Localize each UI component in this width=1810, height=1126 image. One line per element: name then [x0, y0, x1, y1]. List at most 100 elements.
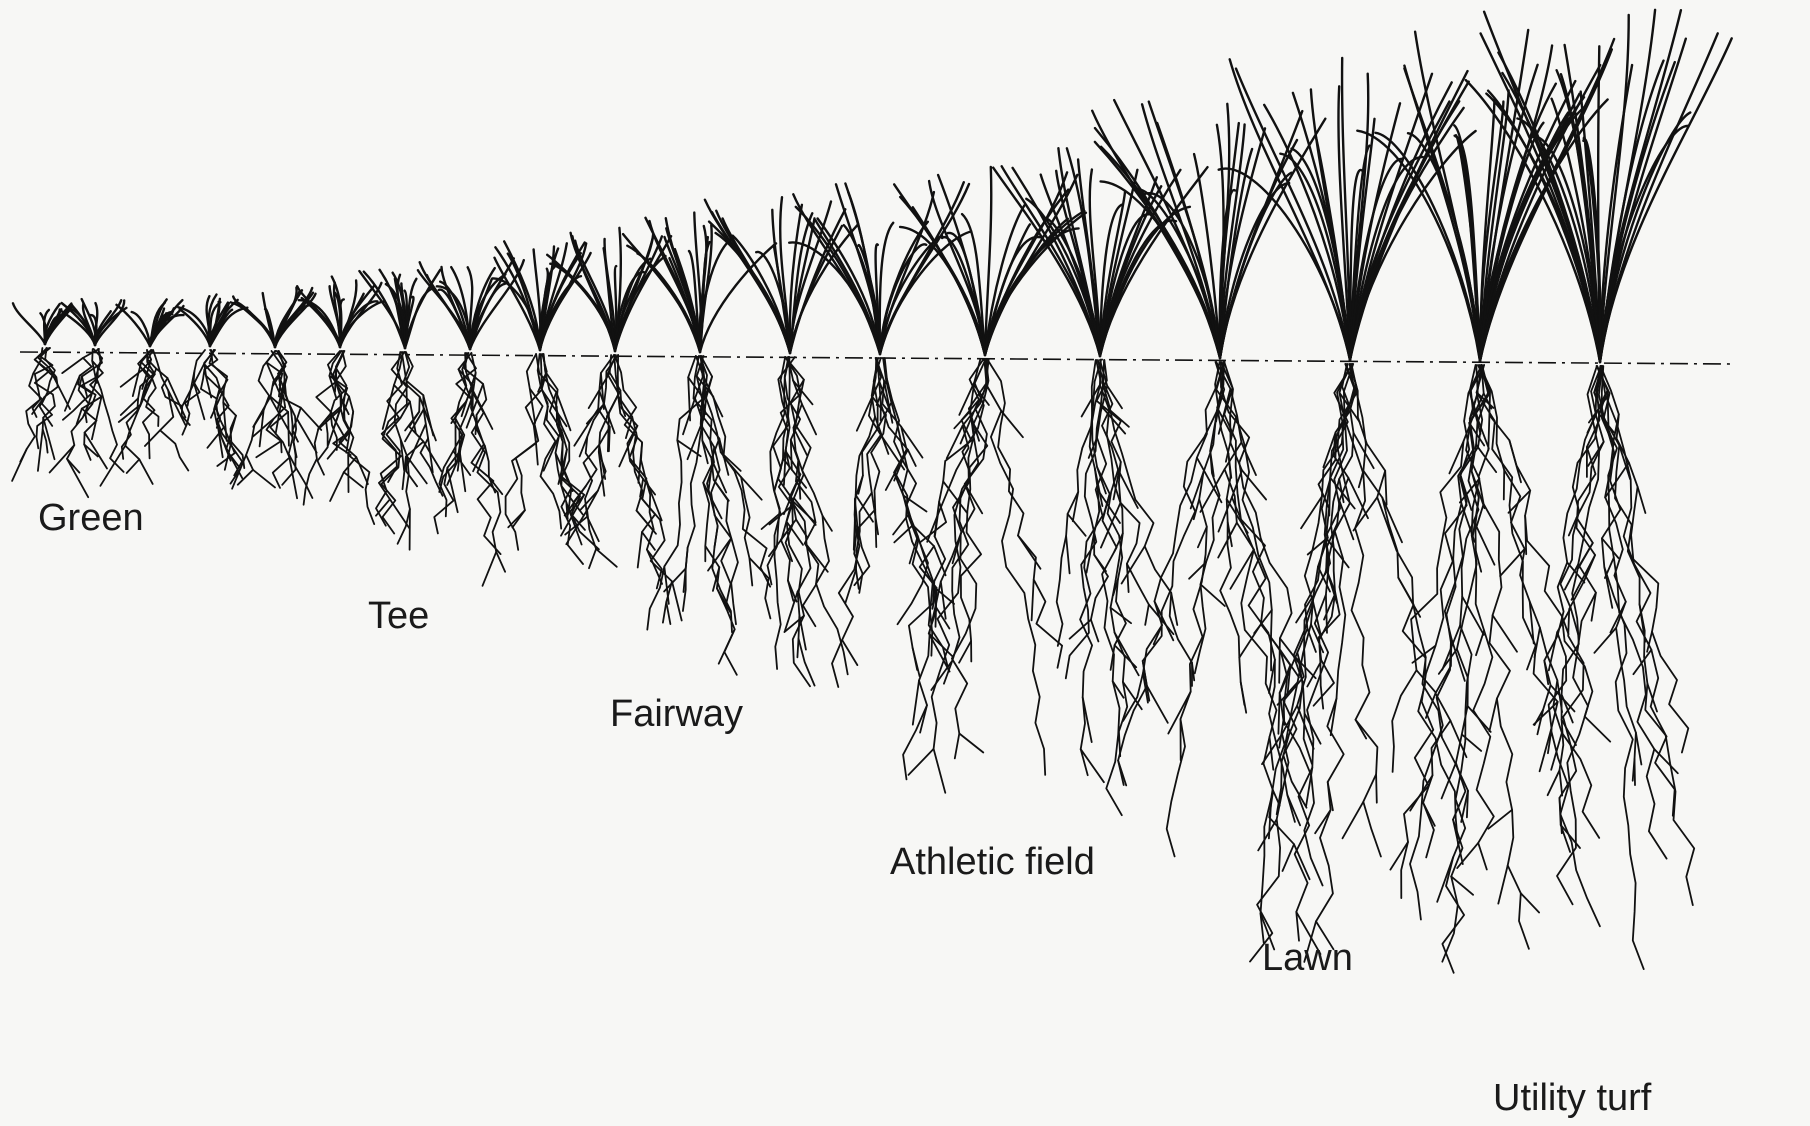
root [336, 351, 363, 487]
root-branch [1278, 693, 1279, 734]
root-branch [1493, 615, 1517, 652]
grass-blade [993, 168, 1100, 356]
label-fairway: Fairway [610, 693, 743, 735]
grass-blade [894, 184, 985, 355]
root [909, 359, 987, 670]
root-branch [1032, 580, 1034, 621]
root-branch [1521, 893, 1539, 912]
root-branch [1279, 638, 1280, 683]
root [1167, 362, 1225, 856]
root [304, 351, 344, 505]
root-branch [959, 734, 983, 753]
grass-blade [554, 263, 615, 351]
root-branch [1168, 692, 1190, 734]
root-branch [609, 427, 610, 451]
root-branch [1489, 699, 1497, 732]
root-branch [145, 430, 160, 446]
root-branch [1535, 628, 1540, 658]
root [1350, 364, 1468, 817]
grass-blade [178, 307, 210, 346]
root-branch [1147, 686, 1168, 723]
root-branch [1540, 730, 1551, 771]
root-branch [50, 445, 75, 472]
root-branch [297, 419, 317, 453]
grass-blade [880, 236, 942, 354]
root-branch [460, 451, 466, 491]
grass-blade [1114, 100, 1220, 358]
root-branch [1476, 631, 1484, 656]
root-branch [1654, 749, 1678, 773]
root-branch [1326, 595, 1327, 633]
root-branch [483, 552, 497, 586]
root-branch [330, 472, 344, 501]
root-branch [1001, 411, 1023, 437]
root-branch [599, 391, 614, 433]
root-branch [301, 408, 322, 430]
root [785, 357, 848, 674]
root [1477, 365, 1600, 926]
grass-blade [1002, 166, 1100, 356]
label-utility-turf: Utility turf [1493, 1077, 1652, 1119]
root-branch [672, 581, 682, 620]
root [952, 359, 988, 758]
root-branch [749, 558, 752, 586]
root-branch [1462, 597, 1484, 635]
root-branch [1602, 538, 1619, 558]
grass-blade [1236, 69, 1350, 360]
root [182, 350, 205, 435]
root [1478, 365, 1529, 949]
grass-plants [12, 10, 1732, 973]
root-branch [1171, 593, 1177, 625]
root-branch [913, 681, 919, 725]
root-branch [1561, 825, 1580, 848]
root-branch [253, 470, 275, 488]
grass-blade [1600, 33, 1718, 362]
root-branch [38, 429, 43, 471]
root-branch [785, 592, 798, 631]
root-branch [1636, 733, 1642, 765]
label-lawn: Lawn [1262, 937, 1353, 979]
root-branch [1219, 497, 1232, 531]
root-branch [688, 377, 690, 420]
root-branch [1359, 471, 1364, 488]
root [1123, 362, 1224, 721]
root-branch [664, 569, 686, 592]
root-branch [1605, 558, 1614, 578]
grass-blade [705, 200, 790, 353]
root-branch [1343, 802, 1364, 839]
root-branch [408, 424, 426, 465]
root-branch [121, 369, 144, 387]
root-branch [1638, 487, 1646, 513]
root-branch [666, 602, 670, 624]
root-branch [1081, 749, 1104, 782]
root-branch [1498, 865, 1507, 903]
root [512, 354, 542, 528]
root-branch [802, 404, 816, 434]
root-branch [288, 412, 289, 446]
label-tee: Tee [368, 595, 429, 637]
root-branch [856, 495, 873, 522]
label-athletic-field: Athletic field [890, 841, 1095, 883]
root-branch [934, 749, 946, 793]
root-branch [1230, 550, 1254, 589]
root-branch [1476, 445, 1496, 472]
root-branch [1331, 698, 1337, 735]
root [1401, 365, 1482, 898]
root [856, 358, 881, 589]
root-branch [1258, 819, 1277, 850]
root-branch [908, 450, 916, 466]
root-branch [85, 433, 107, 469]
root [1423, 365, 1484, 857]
grass-blade [1600, 39, 1686, 362]
root-branch [1594, 628, 1616, 653]
root [376, 352, 407, 526]
root-branch [49, 368, 70, 410]
root-branch [886, 473, 895, 490]
root [1601, 366, 1694, 905]
grass-blade [1600, 126, 1688, 362]
root-branch [1307, 663, 1320, 687]
root-branch [62, 358, 83, 373]
root-branch [638, 532, 642, 568]
root-branch [1066, 536, 1070, 573]
root [984, 359, 1045, 775]
